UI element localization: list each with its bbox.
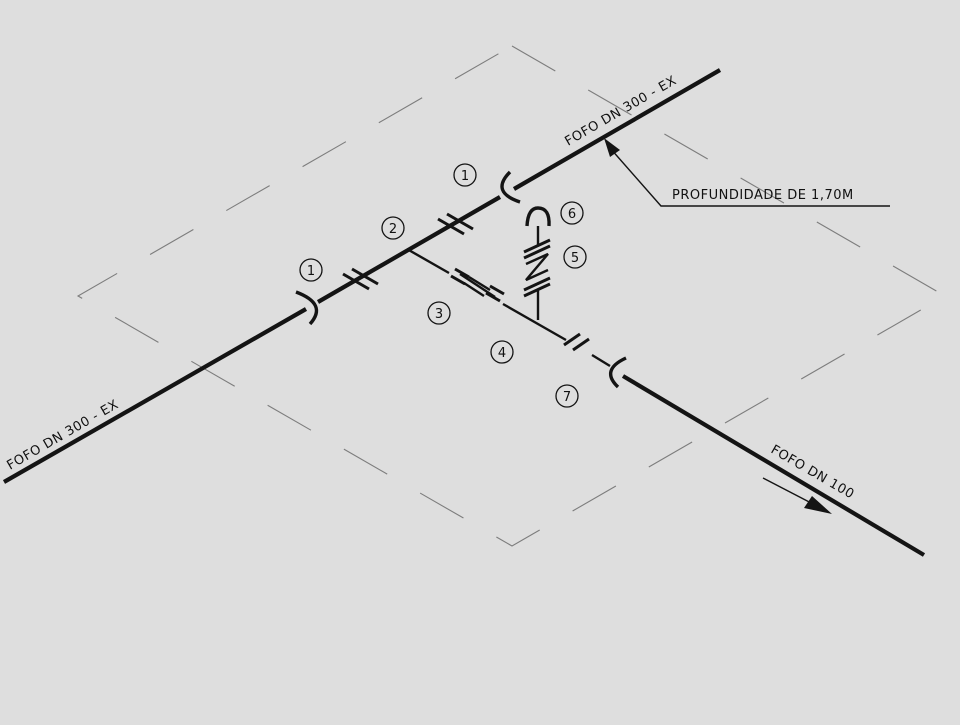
depth-leader-arrowhead (604, 138, 620, 157)
svg-text:5: 5 (571, 251, 579, 266)
label-main-upper: FOFO DN 300 - EX (563, 73, 680, 149)
svg-text:2: 2 (389, 222, 397, 237)
svg-text:1: 1 (307, 264, 315, 279)
callout-2: 2 (381, 216, 405, 240)
riser-valve (523, 238, 551, 298)
branch-pipe-tee (406, 247, 450, 275)
svg-text:7: 7 (563, 390, 571, 405)
excavation-outline (76, 45, 947, 547)
callout-5: 5 (563, 245, 587, 269)
callout-4: 4 (490, 340, 514, 364)
callout-1-left: 1 (299, 258, 323, 282)
branch-pipe-mid (502, 302, 567, 342)
branch-pipe-dn100 (621, 374, 926, 557)
callout-3: 3 (427, 301, 451, 325)
bell-joint-main-right (500, 170, 521, 204)
svg-text:4: 4 (498, 346, 506, 361)
callout-6: 6 (560, 201, 584, 225)
coupling-main-right (437, 212, 474, 236)
flow-arrow-line (762, 477, 816, 506)
depth-leader-line (609, 147, 890, 207)
label-main-lower: FOFO DN 300 - EX (5, 397, 122, 473)
branch-pipe-end (591, 353, 611, 368)
callout-7: 7 (555, 384, 579, 408)
callout-1-right: 1 (453, 163, 477, 187)
bell-joint-main-left (295, 290, 319, 326)
bell-joint-branch (608, 356, 627, 389)
svg-text:1: 1 (461, 169, 469, 184)
coupling-branch (563, 332, 590, 352)
main-pipe-lower (2, 307, 308, 484)
riser-cap (525, 206, 551, 227)
main-pipe-upper (512, 68, 722, 191)
gate-valve-branch (450, 267, 505, 303)
coupling-main-left (342, 267, 379, 291)
flow-arrow-head (804, 496, 832, 514)
svg-text:3: 3 (435, 307, 443, 322)
svg-text:6: 6 (568, 207, 576, 222)
depth-note: PROFUNDIDADE DE 1,70M (672, 188, 854, 203)
